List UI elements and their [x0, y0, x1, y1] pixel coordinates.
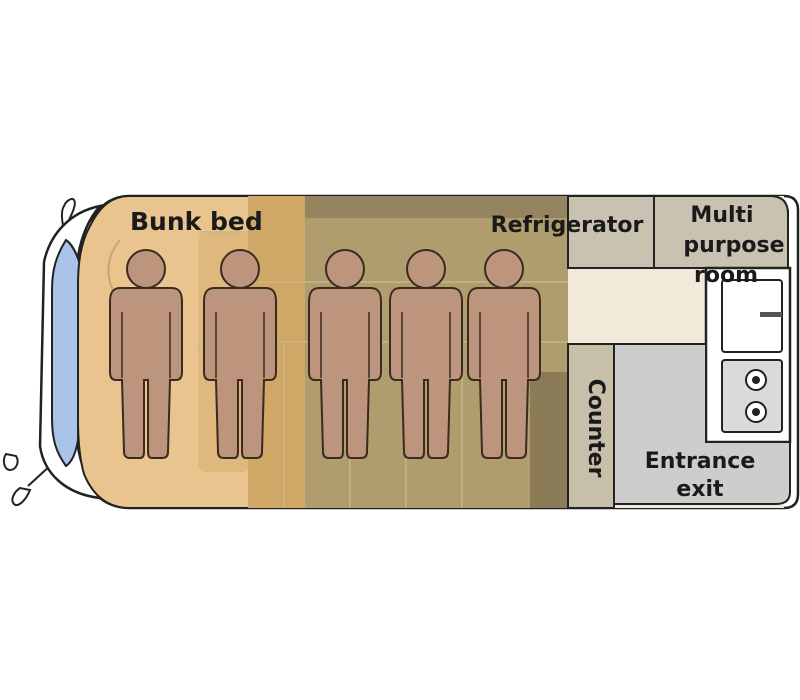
person-icon [467, 249, 541, 459]
label-entrance: Entrance [645, 449, 756, 474]
person-icon [389, 249, 463, 459]
label-counter: Counter [583, 379, 608, 478]
burner-icon [745, 401, 767, 423]
label-exit: exit [676, 477, 724, 502]
person-icon [109, 249, 183, 459]
stove [721, 359, 783, 433]
burner-icon [745, 369, 767, 391]
label-room: room [694, 263, 758, 288]
counter [567, 343, 615, 509]
faucet [760, 312, 782, 317]
bed-cushion [530, 372, 568, 508]
refrigerator [567, 195, 655, 269]
label-refrigerator: Refrigerator [491, 213, 644, 238]
label-multi: Multi [690, 203, 753, 228]
windshield [51, 238, 82, 468]
bed-cushion [305, 196, 568, 218]
label-bunk-bed: Bunk bed [130, 207, 263, 236]
label-purpose: purpose [683, 233, 784, 258]
person-icon [308, 249, 382, 459]
occupants [109, 249, 541, 459]
person-icon [203, 249, 277, 459]
entrance-exit [613, 343, 791, 505]
